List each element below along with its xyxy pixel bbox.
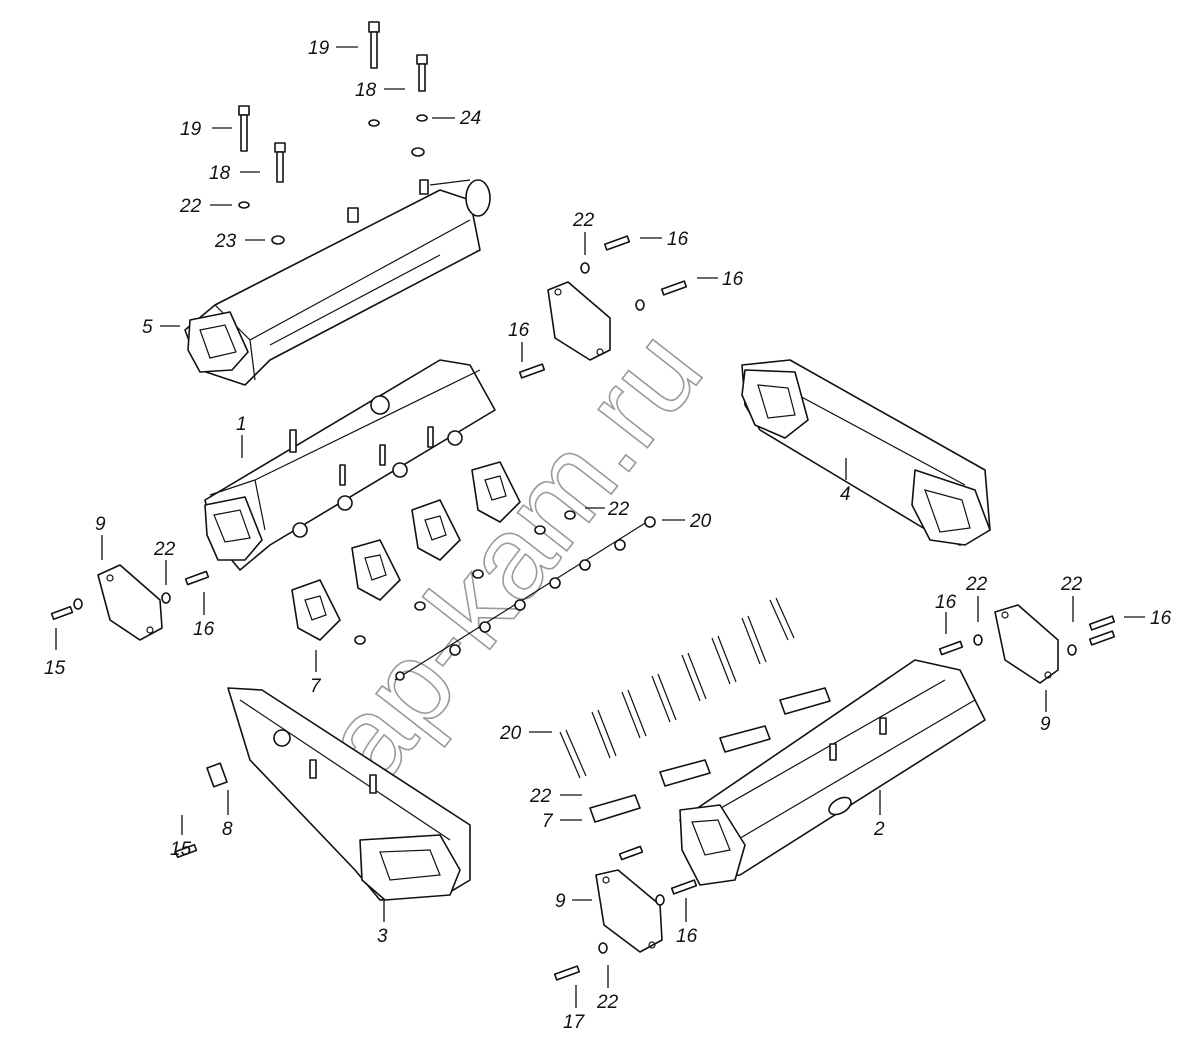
label-16: 16 [667, 229, 689, 250]
label-16: 16 [508, 320, 530, 341]
callout-labels: 19 18 19 18 24 22 23 5 22 16 16 16 1 4 2… [44, 38, 1172, 1033]
gasket-9-left [97, 564, 163, 641]
gasket-7-a [291, 579, 341, 641]
label-4: 4 [840, 484, 851, 505]
washer-23 [271, 235, 285, 245]
label-19: 19 [180, 119, 202, 140]
label-16: 16 [722, 269, 744, 290]
label-15: 15 [170, 839, 192, 860]
small-hardware [50, 235, 1116, 981]
label-22: 22 [965, 574, 988, 595]
bolts-20-upper-row [394, 516, 656, 681]
part-2-manifold [679, 659, 986, 886]
gasket-9-upper [547, 281, 611, 361]
label-9: 9 [95, 514, 106, 535]
label-15: 15 [44, 658, 66, 679]
label-23: 23 [214, 231, 237, 252]
label-19: 19 [308, 38, 330, 59]
gasket-7-lower-row [589, 687, 831, 823]
part-3-manifold [227, 687, 471, 901]
label-22: 22 [1060, 574, 1083, 595]
label-3: 3 [377, 926, 388, 947]
label-9: 9 [555, 891, 566, 912]
label-20: 20 [499, 723, 522, 744]
bolt-18-left [274, 142, 286, 183]
label-5: 5 [142, 317, 153, 338]
label-18: 18 [209, 163, 231, 184]
label-2: 2 [873, 819, 885, 840]
label-22: 22 [572, 210, 595, 231]
part-1-manifold [204, 359, 496, 571]
label-22: 22 [529, 786, 552, 807]
label-16: 16 [676, 926, 698, 947]
bolt-19-left [238, 105, 250, 152]
label-7: 7 [542, 811, 554, 832]
label-16: 16 [193, 619, 215, 640]
bolts-20-lower-row [559, 597, 795, 779]
bolt-18-top [416, 54, 428, 92]
part-4-manifold [741, 359, 991, 546]
label-20: 20 [689, 511, 712, 532]
gasket-7-b [351, 539, 401, 601]
label-22: 22 [607, 499, 630, 520]
washer-22 [238, 201, 250, 209]
bolt-19-top [368, 21, 380, 69]
label-22: 22 [153, 539, 176, 560]
gasket-9-right [994, 604, 1059, 684]
label-24: 24 [459, 108, 481, 129]
label-7: 7 [310, 676, 322, 697]
part-5-manifold-cover [184, 179, 491, 386]
leader-lines [55, 46, 1145, 1008]
label-8: 8 [222, 819, 233, 840]
label-18: 18 [355, 80, 377, 101]
gasket-9-bottom [595, 869, 663, 953]
label-16: 16 [935, 592, 957, 613]
washer-24-a [368, 119, 380, 127]
label-22: 22 [596, 992, 619, 1013]
label-17: 17 [563, 1012, 586, 1033]
label-22: 22 [179, 196, 202, 217]
gasket-7-d [471, 461, 521, 523]
washer-24-b [416, 114, 428, 122]
washer-top [411, 147, 425, 157]
label-1: 1 [236, 414, 247, 435]
gasket-7-c [411, 499, 461, 561]
label-9: 9 [1040, 714, 1051, 735]
label-16: 16 [1150, 608, 1172, 629]
